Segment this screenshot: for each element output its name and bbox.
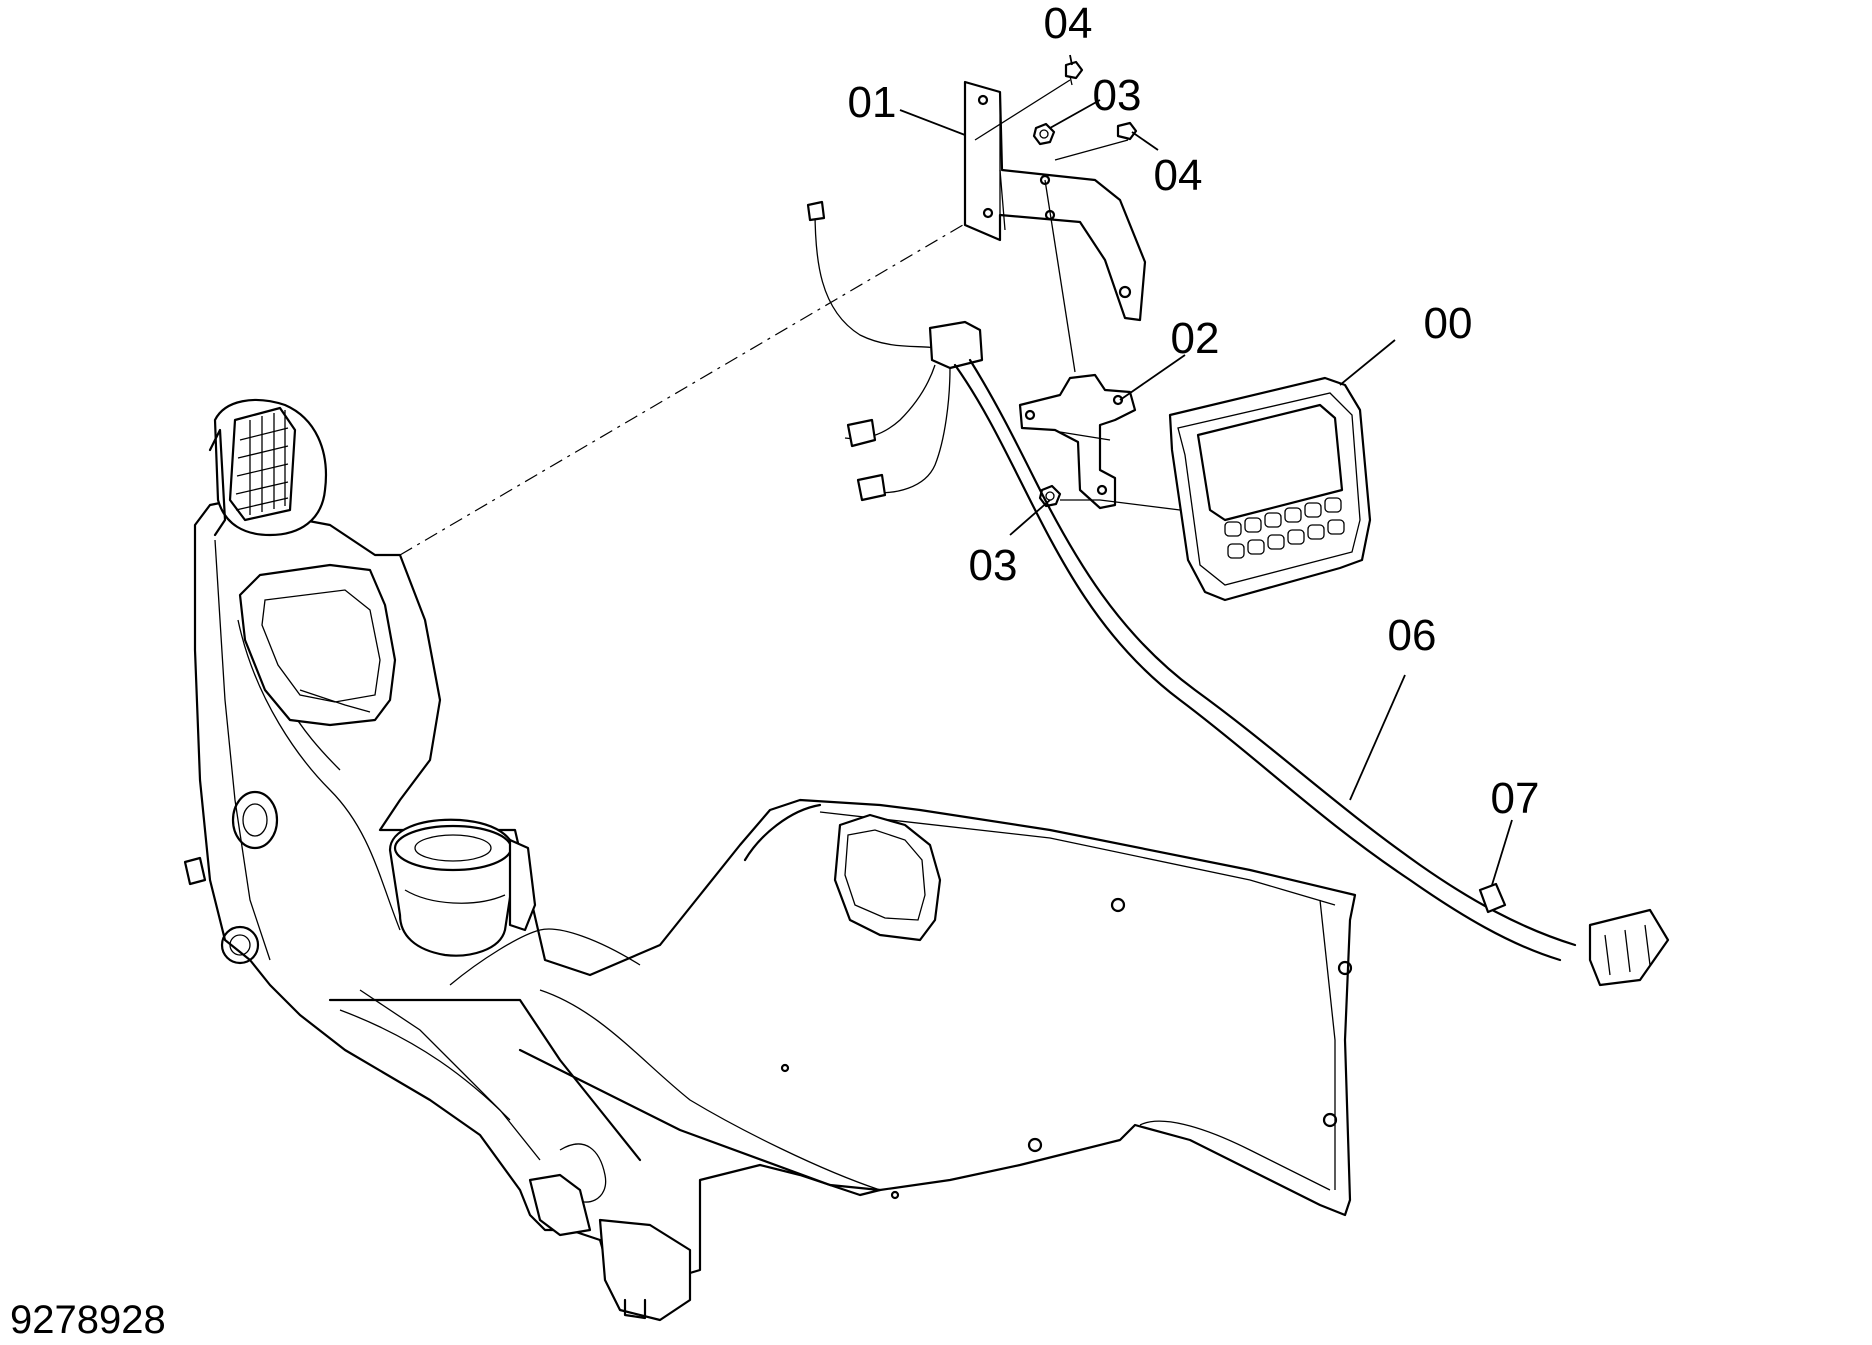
callout-07: 07 <box>1491 774 1540 823</box>
callout-03-lower: 03 <box>969 541 1018 590</box>
callout-04-right: 04 <box>1154 151 1203 200</box>
panel-hole <box>890 1190 900 1200</box>
panel-hole <box>1110 897 1126 913</box>
panel-hole <box>1322 1112 1338 1128</box>
callout-06: 06 <box>1388 611 1437 660</box>
bolt-upper <box>1064 60 1084 86</box>
callout-02: 02 <box>1171 314 1220 363</box>
panel-hole <box>780 1063 790 1073</box>
bolt-right <box>1116 121 1138 141</box>
monitor-screen <box>1196 403 1344 522</box>
mounting-bracket <box>963 80 1147 373</box>
callout-03-upper: 03 <box>1093 71 1142 120</box>
cable-tie <box>1478 882 1507 914</box>
callout-01: 01 <box>848 78 897 127</box>
joystick-grid <box>235 410 289 515</box>
side-console-panel <box>183 214 1357 1322</box>
monitor-buttons <box>1224 497 1345 559</box>
panel-hole <box>1027 1137 1043 1153</box>
leader-lines <box>899 54 1513 886</box>
panel-hole <box>1337 960 1353 976</box>
callout-04-upper: 04 <box>1044 0 1093 48</box>
nut-upper <box>1032 122 1056 146</box>
mounting-plate <box>1018 373 1137 510</box>
document-number: 9278928 <box>10 1298 166 1342</box>
display-monitor <box>1168 376 1372 602</box>
callout-00: 00 <box>1424 299 1473 348</box>
harness-end-connector <box>1588 908 1670 987</box>
wire-harness <box>806 200 1670 987</box>
